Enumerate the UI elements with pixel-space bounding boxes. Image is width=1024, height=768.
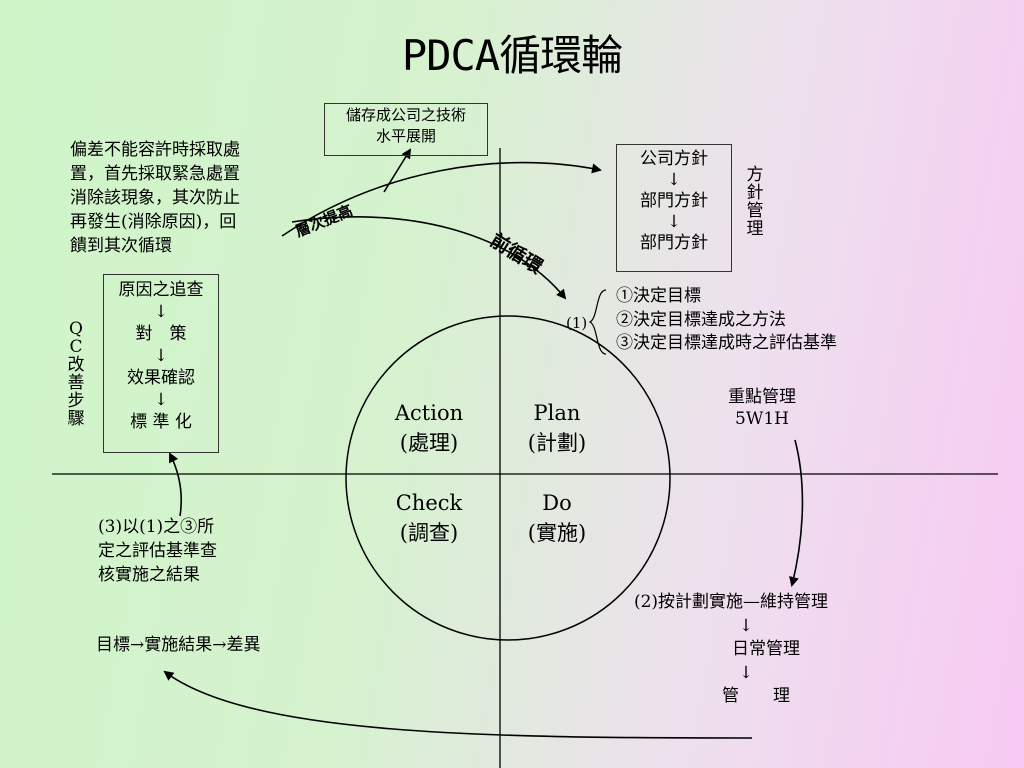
focus-management: 重點管理 5W1H: [716, 386, 808, 430]
qc-label: QC改善步驟: [67, 319, 85, 429]
quadrant-subtitle: (實施): [527, 521, 587, 545]
note-left: 偏差不能容許時採取處 置，首先採取緊急處置 消除該現象，其次防止 再發生(消除原…: [70, 140, 240, 256]
arrow-level-up: [281, 161, 602, 237]
down-arrow-icon: ↓: [738, 662, 754, 683]
do-note-line: 管 理: [722, 686, 790, 706]
check-note: (3)以(1)之③所 定之評估基準查 核實施之結果: [98, 517, 217, 585]
qc-step: 標 準 化: [130, 412, 192, 432]
quadrant-check: Check (調查): [380, 488, 478, 548]
pdca-circle: [345, 315, 671, 641]
quadrant-title: Check: [395, 491, 463, 515]
policy-label: 方針管理: [746, 165, 764, 239]
down-arrow-icon: ↓: [738, 615, 754, 636]
down-arrow-icon: ↓: [153, 346, 169, 366]
quadrant-subtitle: (處理): [399, 431, 459, 455]
quadrant-plan: Plan (計劃): [508, 398, 606, 458]
do-note-line: 日常管理: [732, 639, 800, 659]
plan-steps-label: (1): [566, 314, 588, 332]
brace: [588, 289, 607, 355]
do-note-line: (2)按計劃實施—維持管理: [633, 592, 829, 612]
arrow-focus-down: [789, 439, 804, 587]
quadrant-title: Action: [394, 401, 464, 425]
arrow-cycle: [291, 216, 567, 300]
policy-item: 公司方針: [640, 149, 708, 169]
plan-step: ②決定目標達成之方法: [616, 309, 786, 330]
result-line: 目標→實施結果→差異: [96, 635, 261, 655]
quadrant-subtitle: (計劃): [527, 431, 587, 455]
quadrant-subtitle: (調查): [399, 521, 459, 545]
qc-box: 原因之追查 ↓ 對 策 ↓ 效果確認 ↓ 標 準 化: [103, 274, 219, 453]
arrow-to-top-note: [383, 148, 412, 193]
quadrant-do: Do (實施): [508, 488, 606, 548]
qc-step: 原因之追查: [118, 280, 204, 300]
note-top-box: 儲存成公司之技術 水平展開: [324, 103, 488, 156]
arrow-return: [163, 670, 753, 739]
policy-item: 部門方針: [640, 191, 708, 211]
focus-line: 5W1H: [735, 409, 789, 429]
qc-step: 對 策: [135, 324, 187, 344]
quadrant-title: Do: [542, 491, 572, 515]
plan-step: ①決定目標: [616, 286, 701, 306]
arrow-check-to-qc: [169, 452, 183, 517]
down-arrow-icon: ↓: [153, 390, 169, 410]
qc-step: 效果確認: [127, 368, 195, 388]
policy-box: 公司方針 ↓ 部門方針 ↓ 部門方針: [616, 144, 732, 272]
plan-step: ③決定目標達成時之評估基準: [616, 333, 837, 353]
quadrant-action: Action (處理): [380, 398, 478, 458]
do-note: (2)按計劃實施—維持管理 ↓ 日常管理 ↓ 管 理: [626, 591, 866, 709]
plan-steps: ①決定目標 ②決定目標達成之方法 ③決定目標達成時之評估基準: [616, 285, 837, 356]
focus-line: 重點管理: [728, 387, 796, 407]
quadrant-title: Plan: [533, 401, 581, 425]
down-arrow-icon: ↓: [666, 170, 682, 190]
down-arrow-icon: ↓: [666, 212, 682, 232]
policy-item: 部門方針: [640, 233, 708, 253]
page-title: PDCA循環輪: [401, 31, 623, 80]
down-arrow-icon: ↓: [153, 302, 169, 322]
